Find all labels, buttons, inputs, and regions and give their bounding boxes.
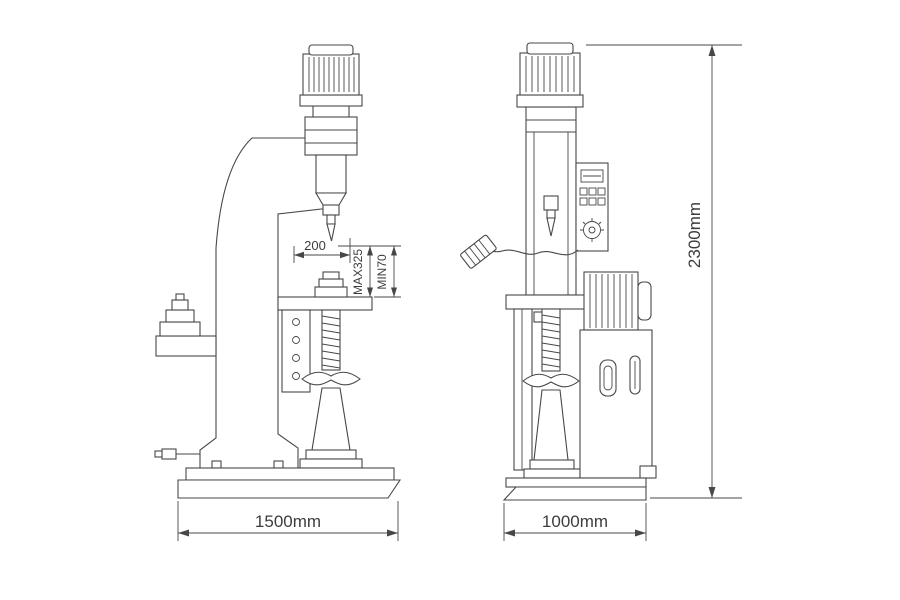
throat-dimension: 200 — [293, 238, 351, 263]
dim-label-overall-height: 2300mm — [685, 202, 704, 268]
pump-motor-fins — [589, 274, 633, 328]
handwheel — [301, 371, 361, 386]
ram-head — [304, 116, 358, 242]
pump-motor — [583, 271, 652, 331]
panel-dial — [583, 221, 601, 239]
drive-motor-front — [516, 42, 584, 108]
side-view: 200 MAX325 MIN70 1500mm — [154, 44, 402, 541]
support-bracket — [513, 308, 533, 471]
panel-button — [579, 197, 588, 206]
opening-dimension: MAX325 MIN70 — [338, 245, 401, 298]
panel-display — [580, 169, 604, 183]
drain-fitting — [154, 448, 200, 460]
dim-label-max-opening: MAX325 — [351, 249, 365, 295]
electrical-cabinet — [579, 329, 657, 479]
hand-pump — [155, 293, 217, 357]
front-view: 1000mm 2300mm — [460, 42, 742, 541]
c-frame — [199, 137, 331, 469]
dim-label-throat: 200 — [304, 238, 326, 253]
panel-button — [597, 197, 606, 206]
panel-button — [579, 187, 588, 196]
handwheel-front — [522, 373, 580, 388]
work-table-assembly — [277, 271, 373, 469]
pendant — [460, 234, 497, 269]
side-base — [177, 460, 402, 499]
drive-motor — [299, 44, 363, 120]
front-table-assembly — [505, 294, 593, 479]
tool-spindle-front — [543, 195, 559, 237]
dim-label-front-width: 1000mm — [542, 512, 608, 531]
control-panel — [575, 162, 609, 252]
front-base — [502, 477, 647, 501]
dim-label-side-width: 1500mm — [255, 512, 321, 531]
motor-fins — [308, 57, 355, 92]
cabinet-handle — [599, 359, 617, 397]
pendant-cable — [460, 234, 579, 269]
side-width-dimension: 1500mm — [177, 501, 399, 541]
panel-button — [588, 197, 597, 206]
front-width-dimension: 1000mm — [503, 503, 647, 541]
motor-fins — [525, 56, 575, 92]
height-dimension: 2300mm — [586, 44, 742, 499]
dim-label-min-opening: MIN70 — [375, 254, 389, 290]
jack-screw-front — [541, 308, 561, 372]
panel-button — [588, 187, 597, 196]
panel-button — [597, 187, 606, 196]
rivet-tool-tip — [326, 223, 336, 242]
